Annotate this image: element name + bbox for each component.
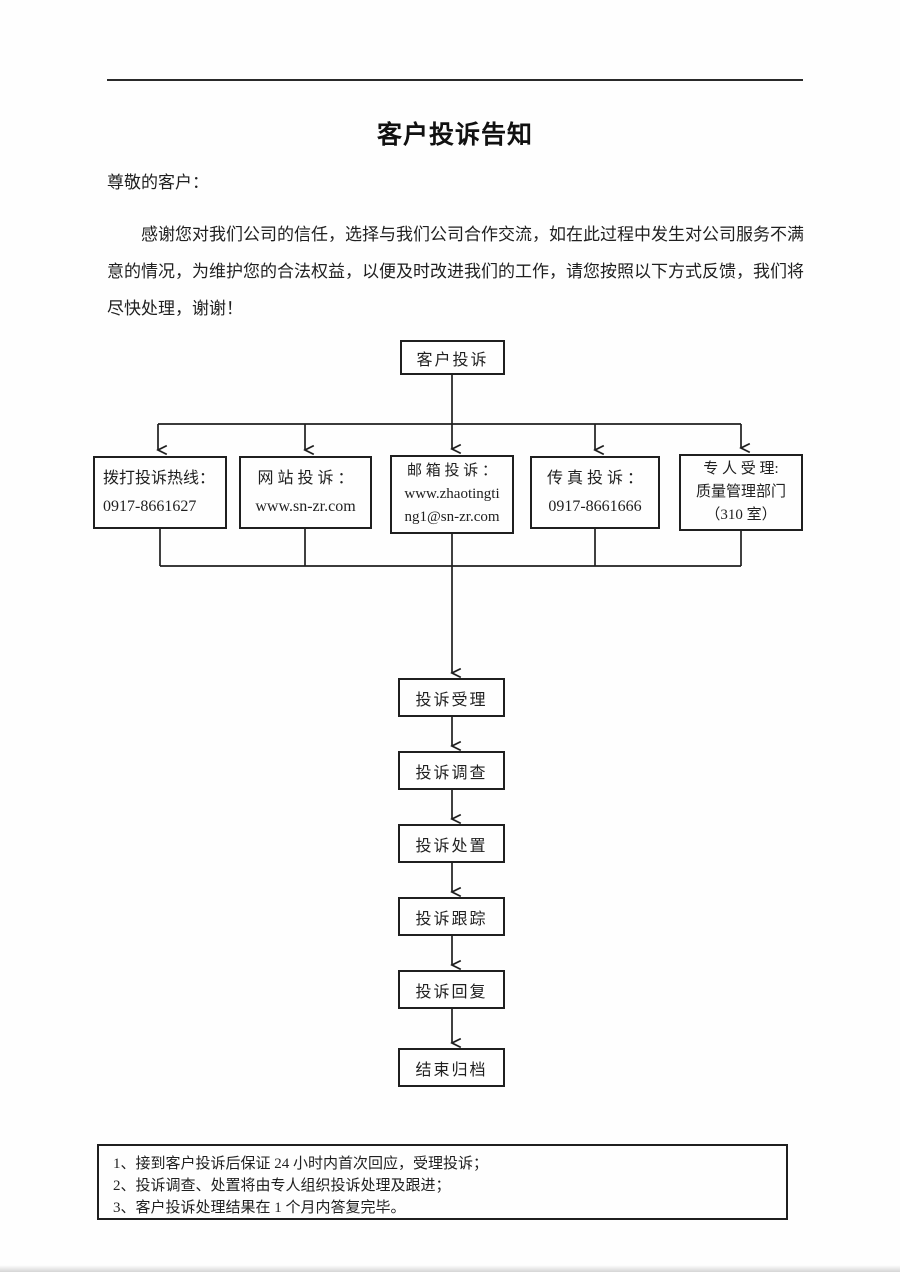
page-bottom-edge — [0, 1265, 900, 1272]
channel-line: 质量管理部门 — [695, 484, 786, 500]
channel-box-in-person: 专 人 受 理: 质量管理部门 （310 室） — [679, 454, 803, 531]
notes-box: 1、接到客户投诉后保证 24 小时内首次回应，受理投诉； 2、投诉调查、处置将由… — [97, 1144, 788, 1220]
channel-line: 传 真 投 诉 ： — [546, 469, 643, 487]
channel-line: 0917-8661666 — [548, 497, 642, 515]
salutation: 尊敬的客户： — [107, 173, 209, 192]
flow-step-tracking: 投诉跟踪 — [398, 897, 505, 936]
flow-step-reply: 投诉回复 — [398, 970, 505, 1009]
channel-box-email: 邮 箱 投 诉 ： www.zhaotingti ng1@sn-zr.com — [390, 455, 514, 534]
flow-step-acceptance: 投诉受理 — [398, 678, 505, 717]
flow-step-label: 投诉回复 — [415, 983, 488, 1001]
note-line-3: 3、客户投诉处理结果在 1 个月内答复完毕。 — [113, 1200, 406, 1216]
channel-line: www.zhaotingti — [404, 486, 500, 502]
channel-line: www.sn-zr.com — [255, 497, 356, 515]
header-rule — [107, 79, 803, 81]
channel-line: 0917-8661627 — [103, 497, 197, 515]
note-line-2: 2、投诉调查、处置将由专人组织投诉处理及跟进； — [113, 1178, 451, 1194]
flow-step-label: 结束归档 — [415, 1061, 488, 1079]
channel-box-hotline: 拨打投诉热线： 0917-8661627 — [93, 456, 227, 529]
channel-box-website: 网 站 投 诉 ： www.sn-zr.com — [239, 456, 372, 529]
page-title: 客户投诉告知 — [376, 121, 533, 149]
flow-node-customer-complaint: 客户投诉 — [400, 340, 505, 375]
flow-step-investigation: 投诉调查 — [398, 751, 505, 790]
flow-step-handling: 投诉处置 — [398, 824, 505, 863]
flow-step-archive: 结束归档 — [398, 1048, 505, 1087]
intro-paragraph: 感谢您对我们公司的信任，选择与我们公司合作交流，如在此过程中发生对公司服务不满意… — [107, 225, 804, 318]
flow-step-label: 投诉跟踪 — [415, 910, 488, 928]
merge-lines — [159, 529, 742, 673]
flow-step-label: 投诉受理 — [415, 691, 488, 709]
channel-line: ng1@sn-zr.com — [404, 509, 500, 525]
note-line-1: 1、接到客户投诉后保证 24 小时内首次回应，受理投诉； — [113, 1156, 489, 1172]
branch-lines — [158, 375, 741, 450]
channel-line: 网 站 投 诉 ： — [257, 469, 354, 487]
channel-line: （310 室） — [705, 507, 777, 523]
channel-line: 拨打投诉热线： — [103, 469, 216, 487]
flow-step-label: 投诉处置 — [415, 837, 488, 855]
channel-box-fax: 传 真 投 诉 ： 0917-8661666 — [530, 456, 660, 529]
flow-node-label: 客户投诉 — [416, 351, 489, 369]
channel-line: 邮 箱 投 诉 ： — [406, 463, 497, 479]
flow-step-label: 投诉调查 — [415, 764, 488, 782]
channel-line: 专 人 受 理: — [703, 461, 779, 477]
